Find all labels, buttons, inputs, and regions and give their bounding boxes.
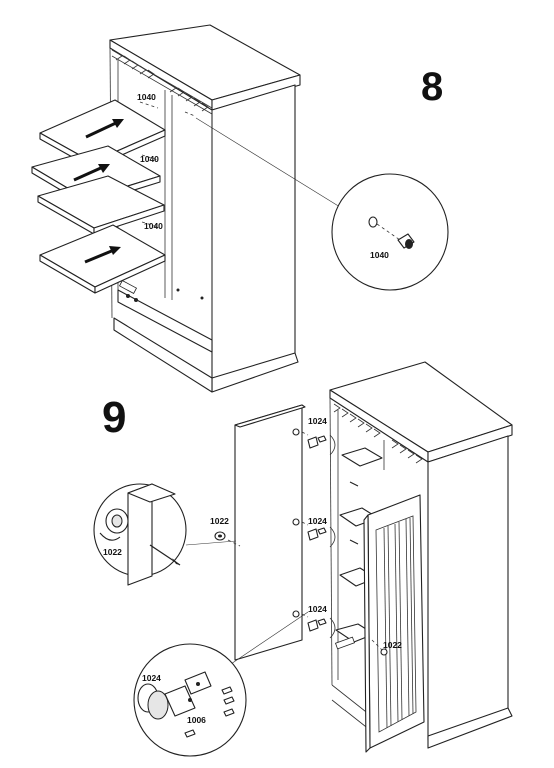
hinge-label-low: 1024 — [308, 604, 327, 614]
attached-door — [363, 494, 425, 753]
screw-label-detail: 1006 — [187, 715, 206, 725]
wardrobe-right-side — [211, 84, 296, 381]
step-9: 9 — [93, 361, 513, 757]
hinge-detail-screws — [184, 686, 235, 738]
step-8-number: 8 — [421, 65, 443, 109]
hinge-detail — [137, 671, 235, 738]
door-frame-grooves — [375, 515, 417, 733]
shelf-pin-label-top: 1040 — [137, 92, 156, 102]
shelf-pin-detail-circle — [331, 173, 449, 291]
hinge-low — [307, 618, 327, 632]
hinge-mid — [307, 527, 327, 541]
detail-leader-line — [195, 117, 341, 208]
shelf-2 — [31, 145, 165, 235]
wardrobe-top-side-edge — [211, 74, 301, 111]
shelf-pin-label-detail: 1040 — [370, 250, 389, 260]
shelf-2-arrow — [73, 165, 104, 182]
cap-detail — [99, 483, 181, 586]
shelf-4 — [39, 224, 166, 294]
shelf-pin-label-low: 1040 — [144, 221, 163, 231]
cap-label-door: 1022 — [210, 516, 229, 526]
hinge-label-detail: 1024 — [142, 673, 161, 683]
door-panel-front — [234, 404, 303, 661]
cover-cap-part — [214, 531, 241, 547]
cap-label-detail: 1022 — [103, 547, 122, 557]
shelf-pin-label-mid: 1040 — [140, 154, 159, 164]
shelf-4-arrow — [84, 248, 115, 264]
wardrobe-bottom-shelf — [117, 289, 213, 353]
hinge-label-top: 1024 — [308, 416, 327, 426]
cap-detail-leader — [185, 540, 237, 546]
hinge-top — [307, 435, 327, 449]
step-9-number: 9 — [102, 393, 126, 442]
drawer-rail — [335, 636, 355, 650]
crown-molding — [111, 49, 213, 115]
shelf-pin-detail — [368, 216, 415, 249]
cap-label-installed: 1022 — [383, 640, 402, 650]
hinge-detail-arm — [164, 685, 196, 717]
shelf-pin-holes — [118, 280, 204, 302]
hinge-cup-hole-top — [292, 428, 300, 436]
wardrobe-plinth-front — [113, 317, 213, 393]
interior-shelf-1 — [341, 447, 383, 467]
wardrobe-step-9 — [329, 361, 513, 749]
step-8: 8 — [31, 24, 449, 393]
wardrobe-9-crown-molding — [333, 403, 423, 464]
hinge-label-mid: 1024 — [308, 516, 327, 526]
door-panel — [234, 404, 306, 661]
wardrobe-9-right-side — [427, 435, 509, 741]
hinge-detail-leader — [221, 611, 309, 671]
hinge-cup-hole-low — [292, 610, 300, 618]
door-knob — [380, 648, 388, 656]
hinge-cup-hole-mid — [292, 518, 300, 526]
wardrobe-step-8 — [109, 24, 301, 393]
shelf-1-arrow — [85, 120, 119, 139]
